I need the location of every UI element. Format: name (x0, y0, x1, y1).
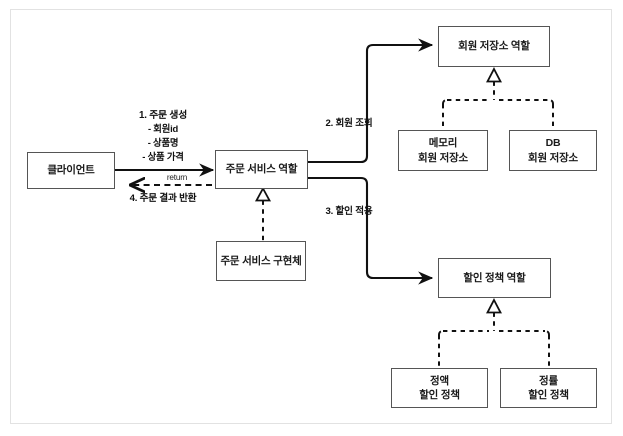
node-db-member-repository-label-1: DB (545, 137, 561, 150)
message-return-label: return (166, 173, 188, 182)
node-member-repository-role[interactable]: 회원 저장소 역할 (438, 26, 550, 67)
node-order-service-role[interactable]: 주문 서비스 역할 (215, 150, 308, 189)
node-fix-discount-policy[interactable]: 정액 할인 정책 (391, 368, 488, 408)
node-client-label: 클라이언트 (47, 164, 95, 177)
message-apply-discount: 3. 할인 적용 (325, 206, 373, 217)
message-create-order-item-2: - 상품명 (147, 137, 179, 148)
node-discount-policy-role[interactable]: 할인 정책 역할 (438, 258, 551, 298)
node-rate-discount-policy[interactable]: 정률 할인 정책 (500, 368, 597, 408)
node-order-service-impl-label: 주문 서비스 구현체 (220, 254, 302, 267)
node-db-member-repository[interactable]: DB 회원 저장소 (509, 130, 597, 171)
message-create-order-item-1: - 회원id (147, 123, 179, 134)
node-client[interactable]: 클라이언트 (27, 152, 115, 189)
node-memory-member-repository-label-1: 메모리 (428, 137, 458, 150)
node-db-member-repository-label-2: 회원 저장소 (527, 151, 579, 164)
node-fix-discount-policy-label-1: 정액 (430, 374, 449, 387)
message-return-order-head: 4. 주문 결과 반환 (129, 193, 197, 204)
node-rate-discount-policy-label-2: 할인 정책 (528, 389, 569, 401)
message-find-member: 2. 회원 조회 (325, 118, 373, 129)
node-rate-discount-policy-label-1: 정률 (539, 374, 558, 387)
node-discount-policy-role-label: 할인 정책 역할 (463, 271, 526, 284)
node-order-service-impl[interactable]: 주문 서비스 구현체 (216, 241, 306, 281)
message-create-order-head: 1. 주문 생성 (138, 110, 188, 121)
node-fix-discount-policy-label-2: 할인 정책 (419, 389, 460, 401)
node-memory-member-repository-label-2: 회원 저장소 (417, 151, 469, 164)
node-memory-member-repository[interactable]: 메모리 회원 저장소 (398, 130, 488, 171)
message-create-order-item-3: - 상품 가격 (142, 151, 184, 162)
message-create-order: 1. 주문 생성 - 회원id - 상품명 - 상품 가격 (113, 107, 213, 163)
diagram-frame (10, 9, 612, 424)
node-order-service-role-label: 주문 서비스 역할 (225, 163, 298, 176)
node-member-repository-role-label: 회원 저장소 역할 (458, 40, 530, 53)
